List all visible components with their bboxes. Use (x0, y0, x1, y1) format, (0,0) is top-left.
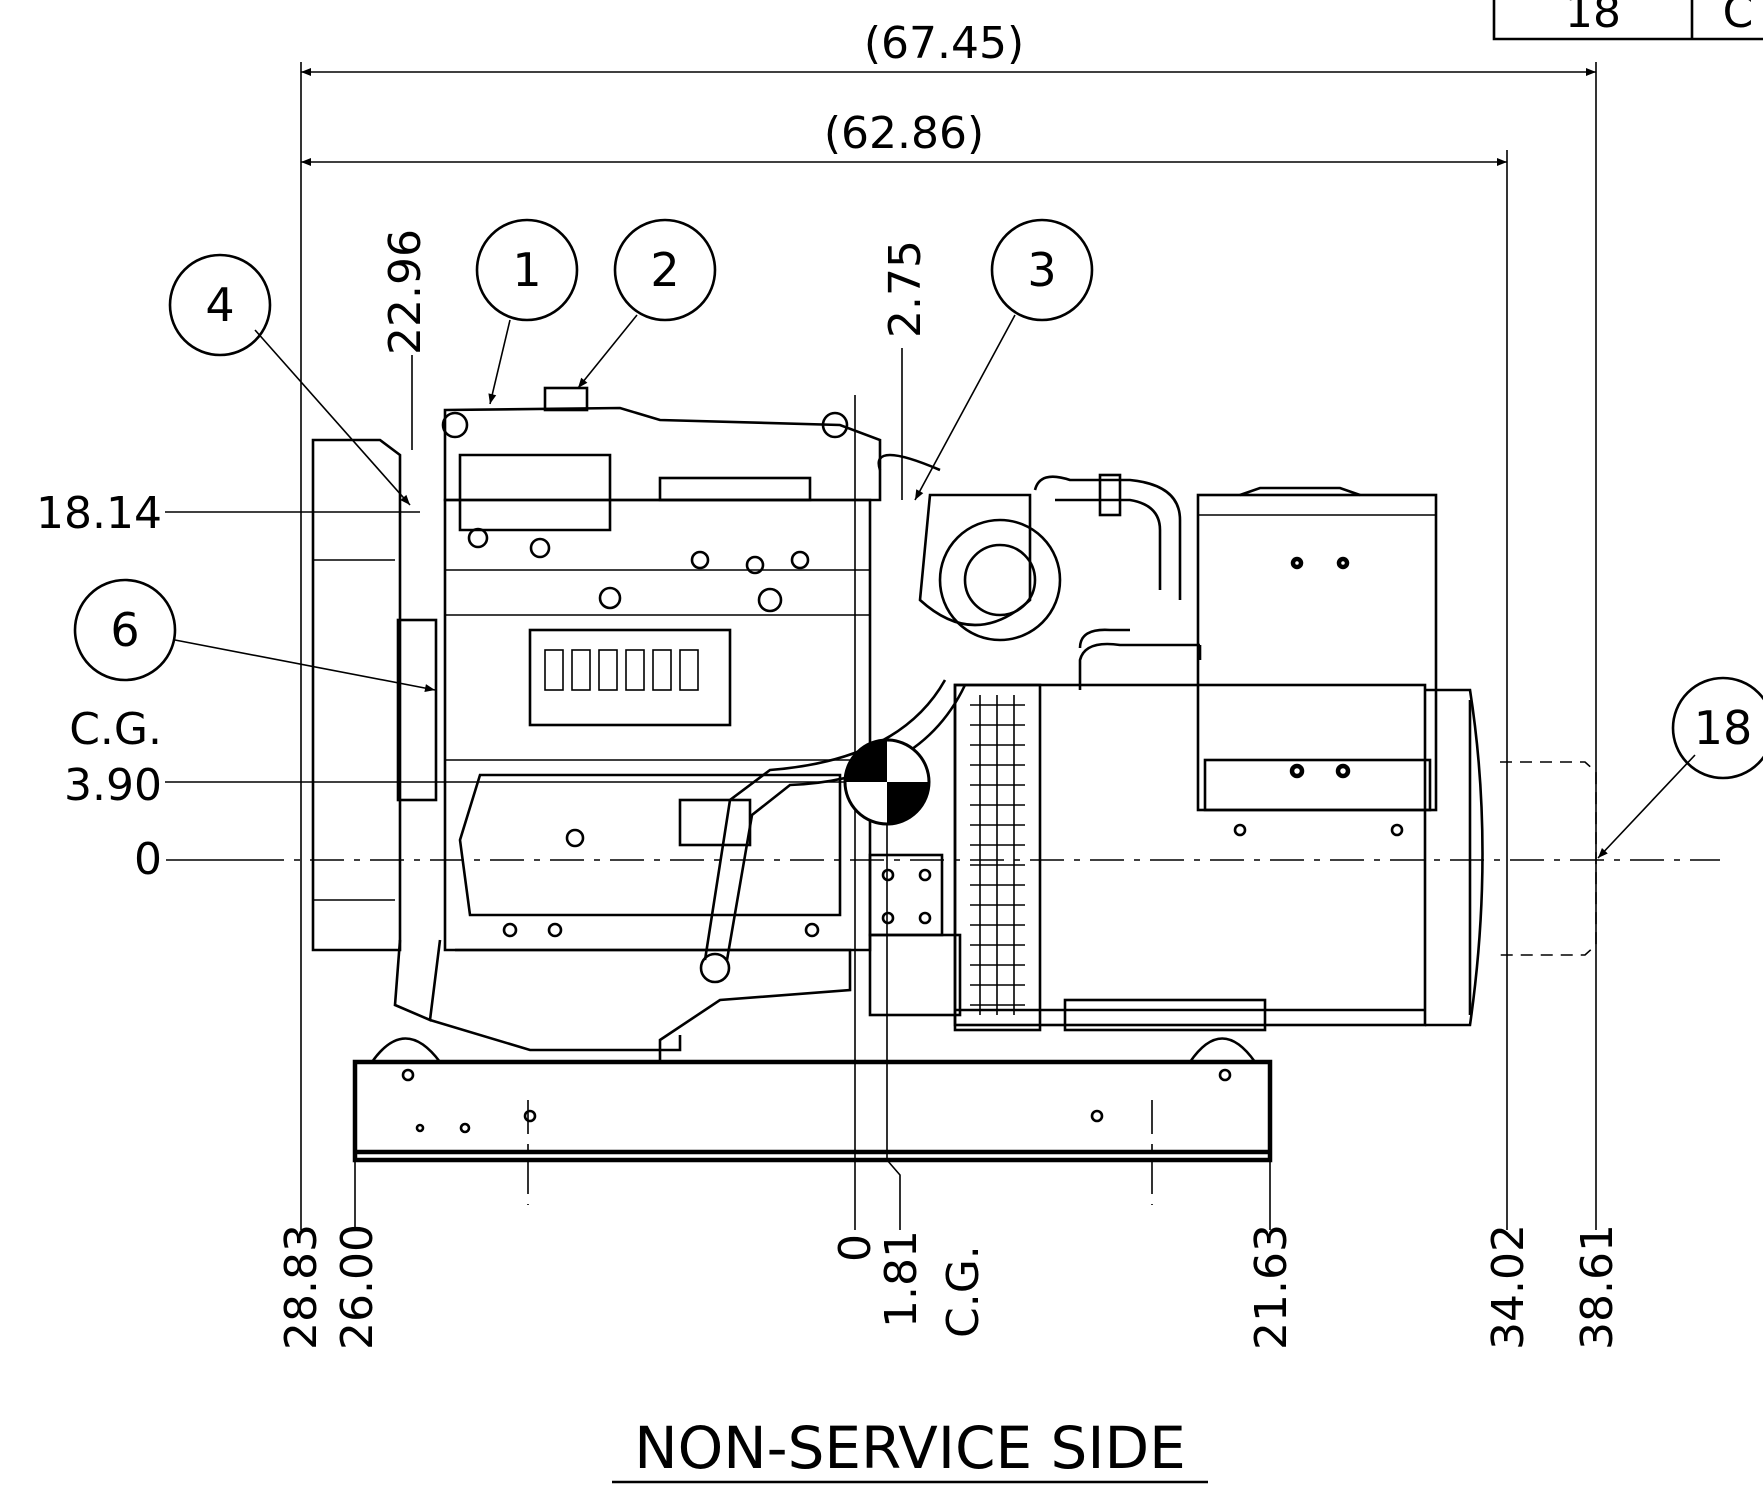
dimension-21-63: 21.63 (1246, 1224, 1297, 1350)
balloon-3-label: 3 (1027, 243, 1056, 297)
title-block-partial-label: C (1723, 0, 1754, 38)
dimension-2-75: 2.75 (880, 240, 931, 338)
overall-dimension-lines: (67.45) (62.86) (301, 14, 1596, 166)
bottom-dimension-labels: 28.83 26.00 0 1.81 C.G. 21.63 34.02 38.6… (276, 1224, 1623, 1350)
title-block: 18 C (1492, 0, 1763, 41)
balloon-6-label: 6 (110, 603, 139, 657)
balloon-3: 3 (914, 218, 1094, 501)
balloon-2-label: 2 (650, 243, 679, 297)
dimension-28-83: 28.83 (276, 1224, 327, 1350)
dimension-34-02: 34.02 (1483, 1224, 1534, 1350)
view-title-text: NON-SERVICE SIDE (634, 1414, 1186, 1482)
balloon-18: 18 (1597, 676, 1763, 859)
balloon-18-label: 18 (1694, 701, 1753, 755)
dimension-18-14: 18.14 (36, 488, 162, 539)
balloon-4: 4 (168, 253, 411, 506)
overall-length-dimension: (67.45) (864, 18, 1024, 69)
injection-pump (544, 649, 699, 691)
balloon-2: 2 (577, 218, 717, 389)
balloon-1: 1 (475, 218, 579, 405)
bolt-pattern (467, 527, 820, 938)
balloon-6: 6 (73, 578, 436, 693)
dimension-zero-left: 0 (134, 834, 162, 885)
dimension-1-81: 1.81 (876, 1230, 927, 1328)
cg-label-left: C.G. (69, 704, 162, 755)
cooling-grille (970, 695, 1025, 1015)
cg-label-bottom: C.G. (938, 1245, 989, 1338)
dimension-26-00: 26.00 (332, 1224, 383, 1350)
frame-length-dimension: (62.86) (824, 108, 984, 159)
balloon-4-label: 4 (205, 278, 234, 332)
generator-set-outline (311, 386, 1597, 1205)
left-dimension-labels: 18.14 C.G. 3.90 0 (36, 488, 250, 885)
center-of-gravity-symbol (843, 738, 931, 826)
dimension-zero-bottom: 0 (830, 1234, 881, 1262)
balloon-1-label: 1 (512, 243, 541, 297)
dimension-3-90: 3.90 (64, 760, 162, 811)
dimension-38-61: 38.61 (1572, 1224, 1623, 1350)
title-block-sheet-label: 18 (1565, 0, 1621, 38)
top-dimension-labels: 22.96 2.75 (380, 229, 931, 355)
dimension-22-96: 22.96 (380, 229, 431, 355)
view-title: NON-SERVICE SIDE (612, 1414, 1208, 1484)
